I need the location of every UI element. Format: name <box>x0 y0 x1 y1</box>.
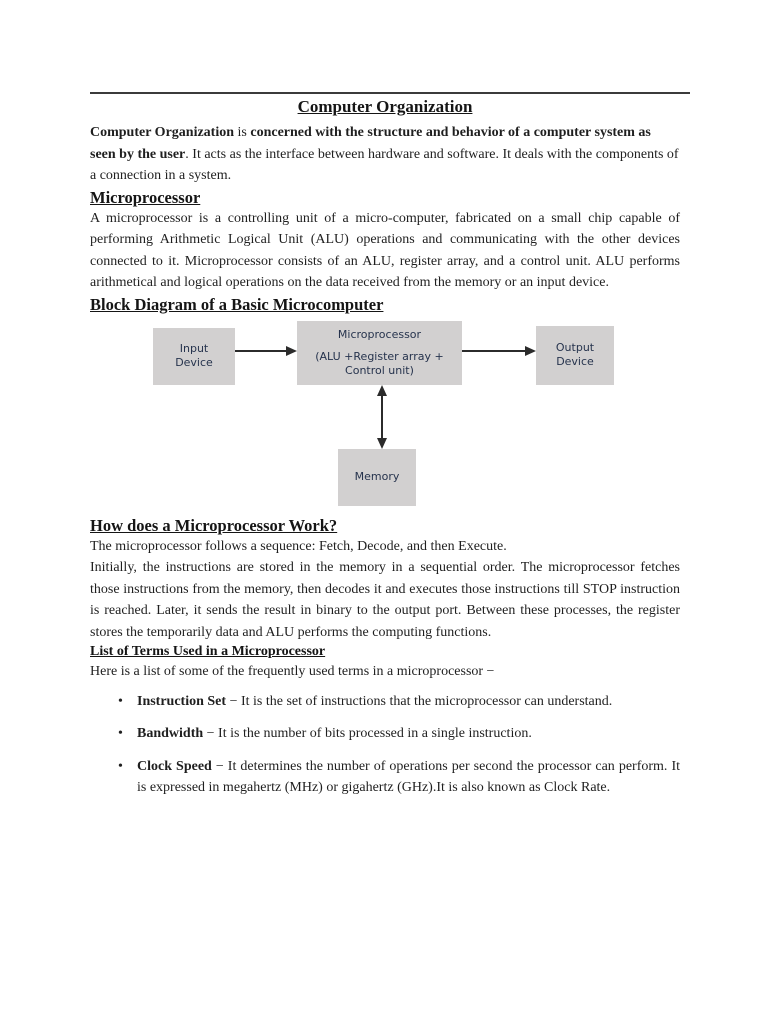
microprocessor-box-detail: (ALU +Register array + Control unit) <box>315 349 444 377</box>
microprocessor-box: Microprocessor (ALU +Register array + Co… <box>297 320 462 385</box>
section-heading-microprocessor: Microprocessor <box>90 187 201 207</box>
term-definition: − It is the number of bits processed in … <box>203 726 532 741</box>
block-diagram: Input Device Microprocessor (ALU +Regist… <box>90 315 680 515</box>
section-heading-block-diagram: Block Diagram of a Basic Microcomputer <box>90 294 384 314</box>
arrow-processor-to-output <box>462 345 536 356</box>
output-device-label: Output Device <box>555 341 595 368</box>
terms-intro: Here is a list of some of the frequently… <box>90 664 495 679</box>
arrow-input-to-processor <box>235 345 297 356</box>
intro-paragraph: Computer Organization is concerned with … <box>90 122 680 187</box>
memory-label: Memory <box>354 470 400 483</box>
term-name: Instruction Set <box>137 693 227 709</box>
microprocessor-box-title: Microprocessor <box>337 327 422 341</box>
how-it-works-paragraph-1: The microprocessor follows a sequence: F… <box>90 538 507 554</box>
document-content: Computer Organization Computer Organizat… <box>0 0 768 799</box>
term-definition: − It is the set of instructions that the… <box>226 693 613 709</box>
memory-box: Memory <box>338 448 416 506</box>
intro-plain-1: is <box>234 125 251 140</box>
section-heading-how-it-works: How does a Microprocessor Work? <box>90 515 338 535</box>
diagram-arrows <box>235 345 536 449</box>
intro-bold-lead: Computer Organization <box>90 125 235 140</box>
term-item-bandwidth: Bandwidth − It is the number of bits pro… <box>90 723 680 745</box>
intro-plain-2: . It acts as the interface between hardw… <box>90 146 679 184</box>
how-it-works-paragraph-2: Initially, the instructions are stored i… <box>90 560 680 640</box>
term-item-instruction-set: Instruction Set − It is the set of instr… <box>90 691 680 713</box>
output-device-box: Output Device <box>536 325 614 385</box>
microprocessor-paragraph: A microprocessor is a controlling unit o… <box>90 210 680 291</box>
term-item-clock-speed: Clock Speed − It determines the number o… <box>90 756 680 799</box>
intro-bold-2: concerned with the structure and behavio… <box>90 125 651 162</box>
term-definition: − It determines the number of operations… <box>137 758 680 796</box>
term-name: Clock Speed <box>137 758 212 774</box>
page-title: Computer Organization <box>297 97 473 116</box>
input-device-label: Input Device <box>175 342 213 369</box>
arrow-processor-memory-bidirectional <box>377 384 387 449</box>
top-rule <box>90 92 690 94</box>
input-device-box: Input Device <box>153 327 235 385</box>
term-name: Bandwidth <box>137 726 204 741</box>
terms-list: Instruction Set − It is the set of instr… <box>90 691 680 799</box>
section-heading-terms: List of Terms Used in a Microprocessor <box>90 644 326 659</box>
